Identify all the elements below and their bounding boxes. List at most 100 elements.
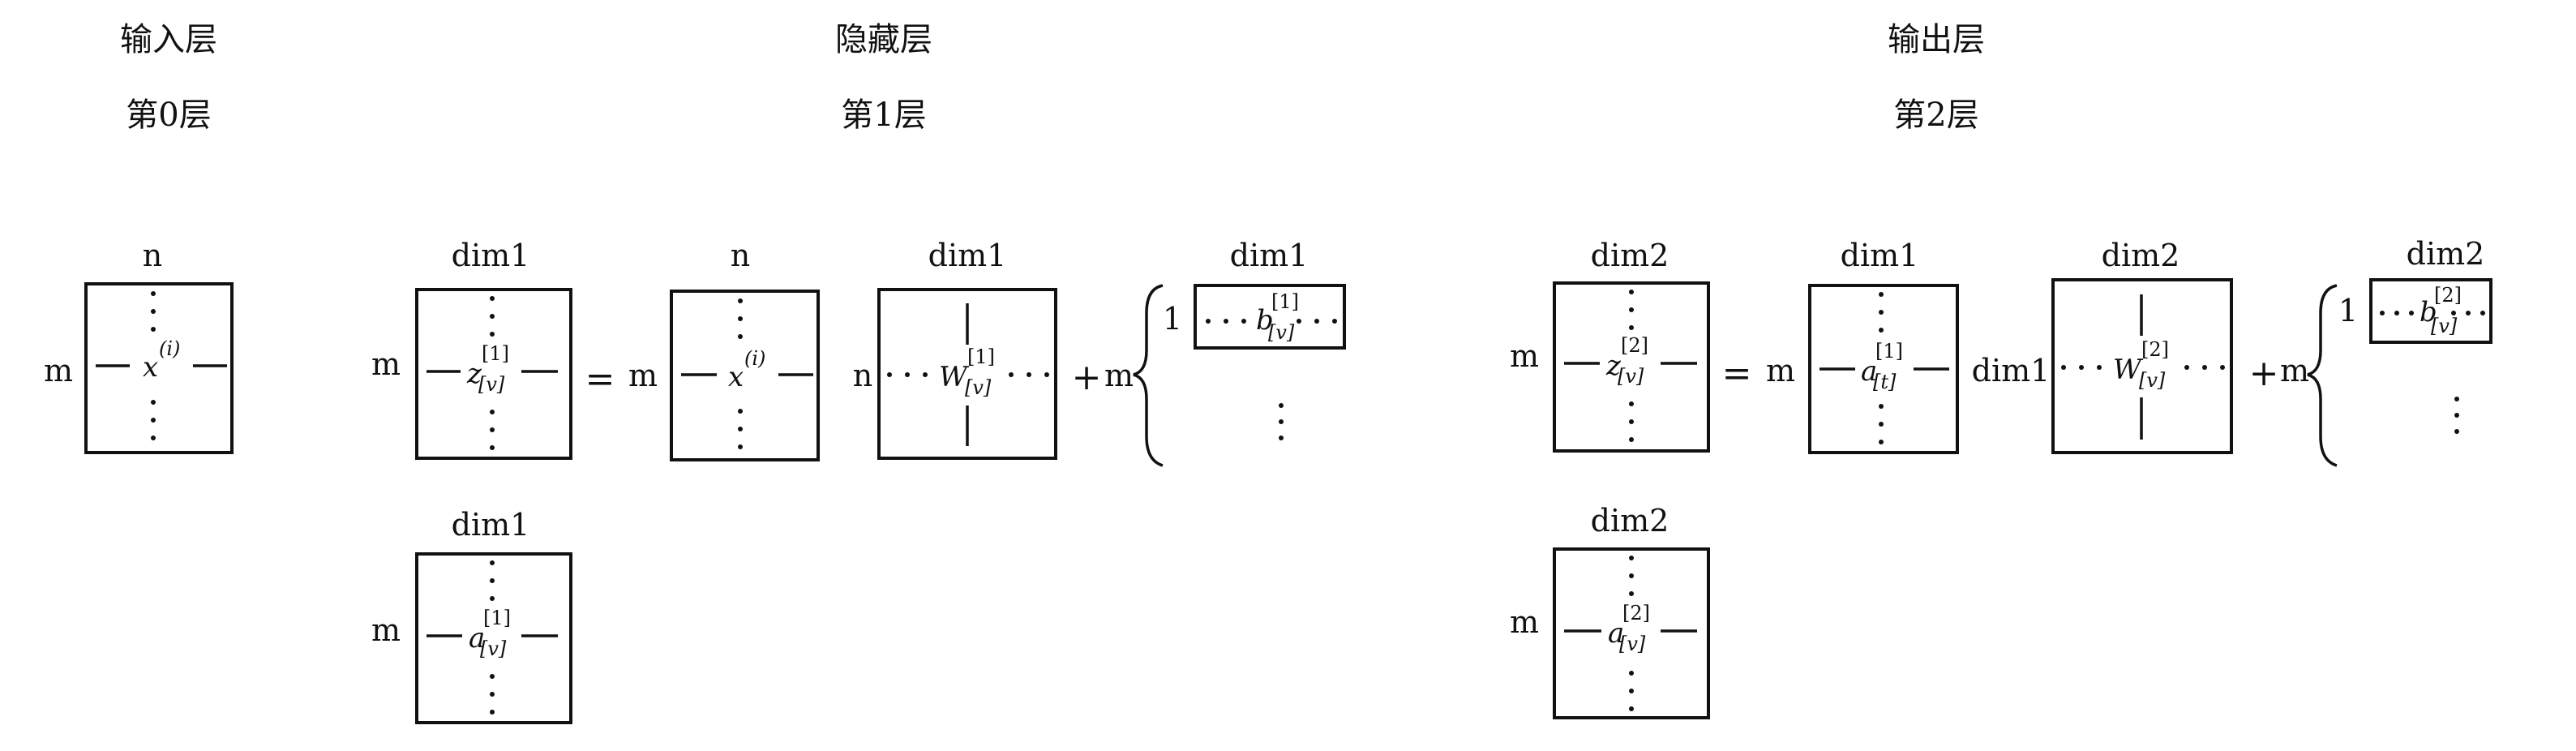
output-a2-cols-label: dim2 [1591,503,1669,539]
hidden-z-box [415,288,572,460]
hidden-b-box [1194,284,1346,350]
hidden-a-matrix: dim1 m a [1] [v] [371,507,572,724]
output-a1-superscript: [1] [1875,340,1903,363]
hidden-b-subscript: [v] [1268,321,1295,344]
output-a2-rows-label: m [1510,604,1539,640]
hidden-layer-index: 第1层 [841,97,926,134]
output-w-cols-label: dim2 [2102,238,2180,273]
output-a1-symbol: a [1861,355,1877,388]
hidden-z-subscript: [v] [478,373,505,396]
output-layer-title: 输出层 [1888,21,1985,58]
horizontal-dots [2380,311,2485,315]
left-brace [1133,284,1164,467]
left-brace [2307,284,2338,467]
hidden-b-cols-label: dim1 [1230,238,1309,273]
output-a1-rows-label: m [1766,353,1795,388]
output-w-rows-label: dim1 [1972,353,2051,388]
output-b-superscript: [2] [2434,284,2462,307]
horizontal-dots [1206,319,1337,324]
vertical-dots [1279,403,1284,440]
hidden-layer-title: 隐藏层 [835,21,932,58]
hidden-z-matrix: dim1 m z [1] [v] [371,238,572,460]
output-equals-sign: = [1722,353,1752,394]
output-b-row-count: 1 [2338,293,2358,328]
hidden-a-superscript: [1] [483,607,511,629]
output-plus-sign: + [2249,353,2279,394]
output-a2-matrix: dim2 m a [2] [v] [1510,503,1710,719]
output-w-box [2051,278,2233,454]
horizontal-dots [887,372,1049,377]
output-z-superscript: [2] [1621,334,1648,357]
hidden-x-superscript: (i) [744,347,765,370]
input-layer-title: 输入层 [120,21,217,58]
input-x-superscript: (i) [159,337,180,360]
vertical-dots [2454,397,2459,434]
output-a1-cols-label: dim1 [1841,238,1919,273]
hidden-b-superscript: [1] [1271,290,1299,313]
input-x-box [84,282,234,454]
hidden-x-cols-label: n [731,238,750,273]
hidden-w-subscript: [v] [965,376,992,399]
output-z-rows-label: m [1510,338,1539,374]
hidden-b-row-count: 1 [1163,301,1182,337]
hidden-a-cols-label: dim1 [452,507,530,543]
output-a2-subscript: [v] [1619,633,1646,655]
hidden-z-rows-label: m [371,346,401,382]
hidden-z-superscript: [1] [482,342,509,365]
hidden-x-box [670,290,820,461]
input-x-matrix: n m x (i) [44,238,234,454]
output-b-box [2369,278,2492,344]
output-a1-matrix: dim1 m a [1] [t] [1766,238,1959,454]
vertical-dots [1879,292,1884,444]
hidden-a-symbol: a [469,622,485,654]
hidden-x-rows-label: m [628,358,658,393]
hidden-equals-sign: = [585,358,615,400]
hidden-w-rows-label: n [853,358,872,393]
output-w-matrix: dim2 dim1 W [2] [v] [1972,238,2233,454]
hidden-x-symbol: x [728,361,744,393]
output-z-symbol: z [1605,350,1622,382]
horizontal-dots [2061,365,2225,370]
output-z-box [1553,281,1710,453]
output-a2-superscript: [2] [1622,602,1650,624]
vertical-dots [1629,290,1634,442]
output-w-symbol: W [2113,354,2144,386]
hidden-w-symbol: W [939,361,970,393]
input-x-cols-label: n [143,238,162,273]
vertical-dots [738,298,743,449]
input-x-rows-label: m [44,353,73,388]
output-b-symbol: b [2420,296,2437,328]
output-a2-box [1553,547,1710,719]
vertical-dots [151,291,156,440]
hidden-w-matrix: dim1 n W [1] [v] [853,238,1057,460]
output-w-subscript: [v] [2139,369,2166,392]
hidden-a-box [415,552,572,724]
vertical-dots [1629,556,1634,711]
output-z-cols-label: dim2 [1591,238,1669,273]
output-w-superscript: [2] [2141,338,2169,361]
input-x-symbol: x [143,351,158,384]
output-z-matrix: dim2 m z [2] [v] [1510,238,1710,453]
output-z-subscript: [v] [1618,365,1644,388]
hidden-x-matrix: n m x (i) [628,238,820,461]
vertical-dots [490,560,495,715]
output-b-cols-label: dim2 [2407,236,2485,272]
output-a1-box [1808,284,1959,454]
hidden-b-symbol: b [1256,304,1274,337]
hidden-b-matrix: 1 dim1 b [1] [v] [1133,238,1346,467]
output-b-matrix: 1 dim2 b [2] [v] [2307,236,2492,467]
hidden-w-superscript: [1] [967,345,995,368]
hidden-b-rows-label: m [1104,358,1134,393]
hidden-z-cols-label: dim1 [452,238,530,273]
output-a1-subscript: [t] [1873,371,1897,393]
hidden-z-symbol: z [466,358,482,390]
vertical-dots [490,296,495,450]
output-a2-symbol: a [1608,617,1624,650]
hidden-plus-sign: + [1072,357,1102,398]
hidden-a-subscript: [v] [480,637,507,660]
output-b-subscript: [v] [2431,315,2458,337]
hidden-w-cols-label: dim1 [928,238,1007,273]
input-layer-index: 第0层 [126,97,211,134]
hidden-w-box [877,288,1057,460]
